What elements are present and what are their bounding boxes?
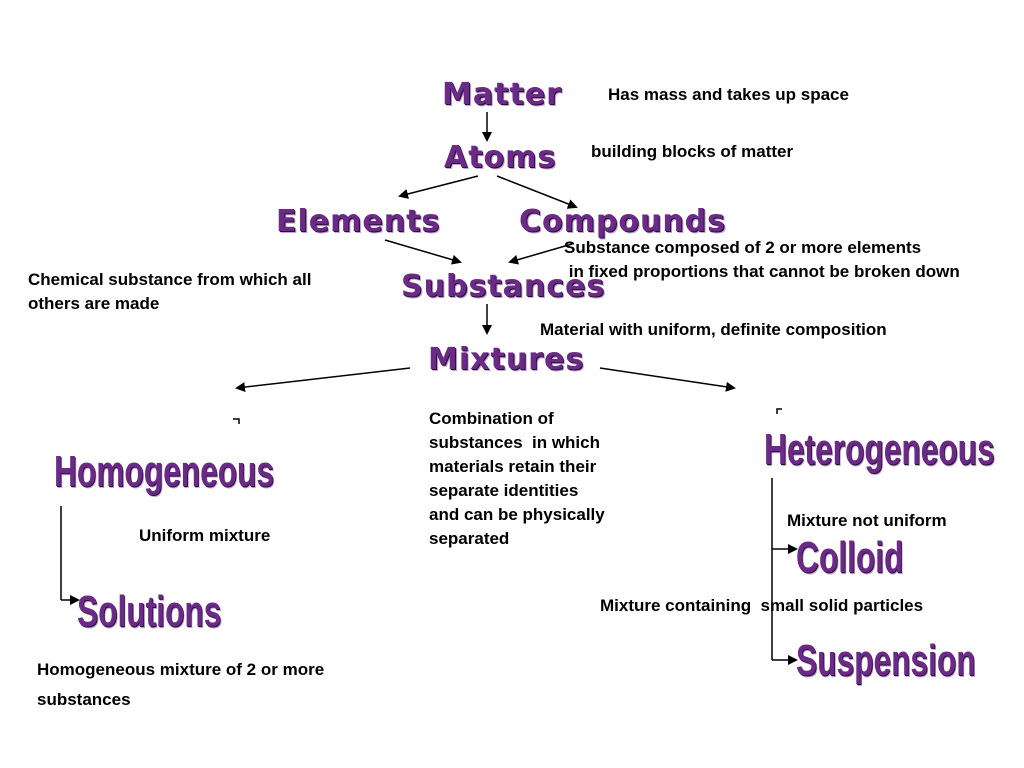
node-heterogeneous: Heterogeneous: [764, 425, 995, 474]
node-substances: Substances: [401, 269, 606, 304]
arrow-atoms-compounds: [496, 175, 578, 209]
note-colloid: Mixture containing small solid particles: [600, 596, 924, 615]
node-solutions: Solutions: [77, 587, 222, 636]
node-atoms: Atoms: [444, 140, 557, 175]
note-solution: Homogeneous mixture of 2 or more substan…: [37, 660, 325, 709]
note-heterogeneous: Mixture not uniform: [787, 511, 947, 530]
note-homogeneous: Uniform mixture: [139, 526, 271, 545]
arrow-elements-substances: [384, 239, 462, 265]
node-mixtures: Mixtures: [428, 342, 585, 377]
node-elements: Elements: [276, 204, 441, 239]
arrow-atoms-elements: [398, 175, 479, 199]
arrow-compounds-substances: [508, 243, 573, 265]
arrow-mixtures-heterogeneous: [599, 367, 736, 392]
node-colloid: Colloid: [796, 533, 904, 582]
note-matter: Has mass and takes up space: [608, 85, 849, 104]
node-compounds: Compounds: [519, 204, 727, 239]
arrow-mixtures-homogeneous: [235, 367, 411, 393]
note-atoms: building blocks of matter: [591, 142, 794, 161]
note-mixture: Combination of substances in which mater…: [429, 409, 605, 548]
tick-heterogeneous: [776, 408, 782, 414]
node-matter: Matter: [442, 77, 562, 112]
tick-homogeneous: [233, 418, 240, 424]
note-element: Chemical substance from which all others…: [28, 270, 312, 313]
node-homogeneous: Homogeneous: [54, 447, 275, 496]
node-suspension: Suspension: [796, 636, 976, 685]
note-compound: Substance composed of 2 or more elements…: [564, 238, 960, 281]
note-substance: Material with uniform, definite composit…: [540, 320, 887, 339]
